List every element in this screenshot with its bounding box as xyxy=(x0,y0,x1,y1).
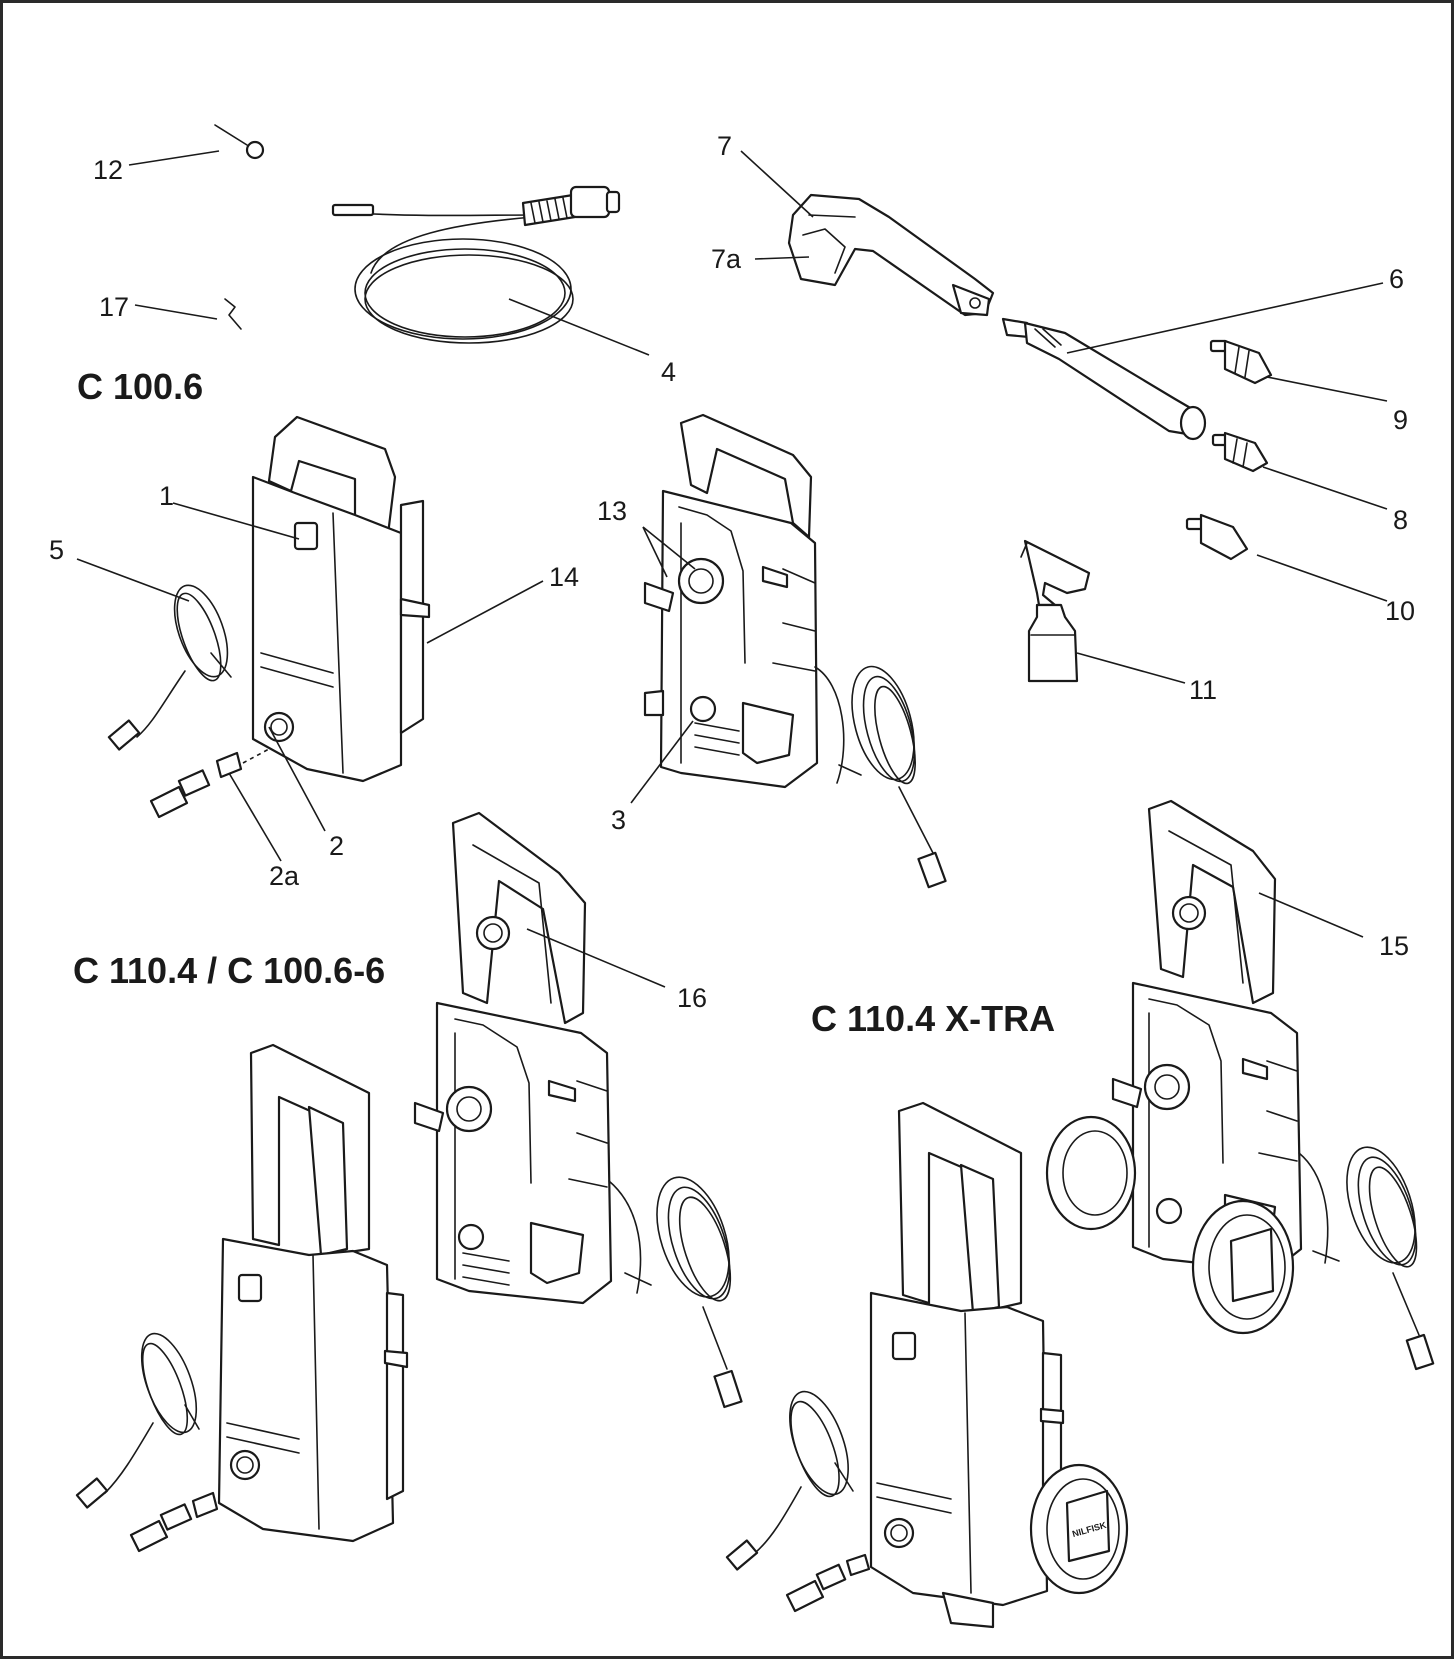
hose-part xyxy=(331,185,621,344)
callout-2a: 2a xyxy=(269,861,300,891)
callout-14: 14 xyxy=(549,562,579,592)
callout-11: 11 xyxy=(1189,675,1217,705)
callout-5: 5 xyxy=(49,535,64,565)
callout-3: 3 xyxy=(611,805,626,835)
unit-c100-6-rear xyxy=(643,413,947,889)
callout-7a: 7a xyxy=(711,244,742,274)
model-title-c110-4-xtra: C 110.4 X-TRA xyxy=(811,998,1055,1039)
callout-numbers: 12 17 4 7 7a 6 9 8 10 11 1 5 14 13 2 2a … xyxy=(49,131,1415,1013)
nozzle-8-part xyxy=(1211,431,1269,473)
callout-4: 4 xyxy=(661,357,676,387)
unit-c100-6-front xyxy=(107,415,431,819)
callout-12: 12 xyxy=(93,155,123,185)
nozzle-9-part xyxy=(1209,339,1273,385)
callout-7: 7 xyxy=(717,131,732,161)
lance-part xyxy=(1001,317,1207,441)
callout-8: 8 xyxy=(1393,505,1408,535)
unit-c110-4-xtra-front: NILFISK xyxy=(725,1101,1129,1629)
callout-16: 16 xyxy=(677,983,707,1013)
model-title-c110-4-c100-6-6: C 110.4 / C 100.6-6 xyxy=(73,950,385,991)
nozzle-10-part xyxy=(1185,513,1249,561)
unit-c110-4-front xyxy=(75,1043,409,1553)
callout-2: 2 xyxy=(329,831,344,861)
unit-c110-4-xtra-rear xyxy=(1045,799,1435,1371)
leader-lines xyxy=(76,150,1388,988)
callout-9: 9 xyxy=(1393,405,1408,435)
unit-c110-4-rear xyxy=(413,811,743,1409)
callout-15: 15 xyxy=(1379,931,1409,961)
hex-key-part xyxy=(224,298,242,330)
model-title-c100-6: C 100.6 xyxy=(77,366,203,407)
exploded-parts-diagram: C 100.6 C 110.4 / C 100.6-6 C 110.4 X-TR… xyxy=(49,124,1435,1629)
foam-sprayer-part xyxy=(1020,539,1091,683)
trigger-gun-part xyxy=(787,193,995,317)
callout-1: 1 xyxy=(159,481,174,511)
callout-17: 17 xyxy=(99,292,129,322)
callout-10: 10 xyxy=(1385,596,1415,626)
callout-6: 6 xyxy=(1389,264,1404,294)
pin-part xyxy=(214,124,265,160)
callout-13: 13 xyxy=(597,496,627,526)
